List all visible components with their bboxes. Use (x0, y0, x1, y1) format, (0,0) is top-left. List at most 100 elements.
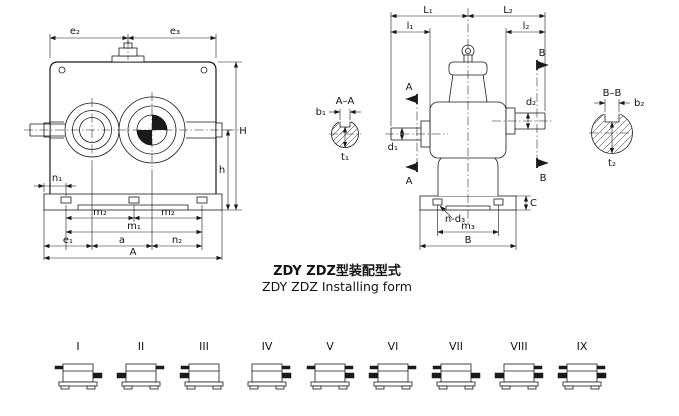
assembly-form-V: V (306, 340, 355, 390)
caption-english: ZDY ZDZ Installing form (262, 279, 412, 294)
gear-symbol (152, 115, 167, 130)
output-shaft-stub-right (470, 372, 481, 379)
dim-label-n2: n₂ (172, 235, 182, 246)
form-base (310, 381, 350, 387)
output-shaft-stub-left (179, 372, 190, 379)
input-shaft-stub-right (281, 365, 291, 370)
form-housing (188, 363, 220, 383)
form-base (247, 381, 287, 387)
form-housing (503, 363, 535, 383)
foundation-bolt-hole (196, 196, 208, 204)
dim-label-b1: b₁ (316, 107, 326, 118)
dim-label-d2: d₂ (526, 97, 536, 108)
section-mark-B-bottom: B (540, 173, 547, 184)
front-view: e₂ e₃ H h n₁ m₂ m₂ m₁ e₁ a n₂ A (24, 26, 247, 261)
dim-label-b2: b₂ (634, 98, 644, 109)
dim-label-A: A (130, 247, 137, 258)
input-shaft-stub-left (306, 365, 316, 370)
output-shaft-stub-left (494, 372, 505, 379)
dim-label-B: B (465, 235, 472, 246)
foundation-bolt-hole (128, 196, 140, 204)
form-base (121, 381, 161, 387)
section-mark-A-top: A (406, 82, 413, 93)
output-shaft-stub-left (431, 372, 442, 379)
section-aa-title: A–A (336, 96, 355, 107)
side-view-centerlines (385, 8, 552, 222)
assembly-form-label: III (199, 340, 209, 353)
section-mark-B-top: B (539, 48, 546, 59)
assembly-form-VI: VI (368, 340, 417, 390)
output-shaft-stub-left (116, 372, 127, 379)
section-aa: A–A b₁ t₁ (316, 96, 361, 163)
dim-label-e3: e₃ (170, 26, 180, 37)
assembly-form-label: V (326, 340, 334, 353)
dim-label-d1: d₁ (388, 142, 398, 153)
assembly-form-III: III (179, 340, 224, 390)
assembly-form-IX: IX (557, 340, 607, 390)
input-shaft-stub-right (407, 365, 417, 370)
side-view-dimensions: L₁ L₂ l₁ l₂ d₁ d₂ C n-d₃ m₃ B (388, 5, 546, 250)
section-cut-B: B B (536, 48, 549, 184)
output-shaft-stub-right (596, 372, 607, 379)
dim-label-l2: l₂ (523, 21, 530, 32)
front-view-body (29, 42, 223, 211)
output-shaft-stub-right (533, 372, 544, 379)
dim-label-n-d3: n-d₃ (445, 214, 465, 225)
form-housing (125, 363, 157, 383)
section-mark-A-bottom: A (406, 176, 413, 187)
input-shaft-stub-right (533, 365, 543, 370)
dim-label-m1: m₁ (127, 221, 141, 232)
dim-label-m2: m₂ (161, 207, 175, 218)
input-shaft-stub-right (596, 365, 606, 370)
output-shaft-stub-left (368, 372, 379, 379)
input-shaft-stub-left (432, 365, 442, 370)
form-base (562, 381, 602, 387)
dim-label-H: H (239, 126, 247, 137)
assembly-form-label: II (138, 340, 145, 353)
dim-label-m3: m₃ (461, 221, 475, 232)
assembly-form-VIII: VIII (494, 340, 544, 390)
dim-label-l1: l₁ (407, 21, 414, 32)
dim-label-e1: e₁ (63, 235, 73, 246)
dim-label-L1: L₁ (423, 5, 433, 16)
section-cut-A: A A (405, 82, 418, 187)
input-shaft-stub-left (180, 365, 190, 370)
form-housing (377, 363, 409, 383)
form-base (373, 381, 413, 387)
gear-symbol (137, 130, 152, 145)
dim-label-L2: L₂ (503, 5, 513, 16)
output-shaft-stub-right (281, 372, 292, 379)
form-housing (314, 363, 346, 383)
output-shaft-stub-left (557, 372, 568, 379)
dim-label-h: h (219, 165, 225, 176)
side-view: A A B B L₁ L₂ l₁ l₂ d₁ (385, 5, 552, 250)
dim-label-m2: m₂ (93, 207, 107, 218)
assembly-form-label: VII (449, 340, 463, 353)
form-housing (440, 363, 472, 383)
form-housing (566, 363, 598, 383)
form-base (436, 381, 476, 387)
caption-chinese: ZDY ZDZ型装配型式 (273, 263, 401, 279)
assembly-form-label: VI (388, 340, 399, 353)
input-shaft-stub-left (54, 365, 64, 370)
section-bb-title: B–B (603, 88, 622, 99)
output-shaft-stub-right (92, 372, 103, 379)
form-base (184, 381, 224, 387)
output-shaft-stub-right (344, 372, 355, 379)
input-shaft-stub-left (558, 365, 568, 370)
foundation-bolt-hole (493, 198, 504, 206)
caption: ZDY ZDZ型装配型式 ZDY ZDZ Installing form (262, 263, 412, 294)
assembly-form-VII: VII (431, 340, 481, 390)
foundation-bolt-hole (432, 198, 443, 206)
dim-label-t2: t₂ (608, 158, 616, 169)
assembly-form-label: IX (577, 340, 588, 353)
assembly-form-label: I (76, 340, 79, 353)
form-housing (62, 363, 94, 383)
assembly-form-IV: IV (247, 340, 292, 390)
dim-label-t1: t₁ (341, 152, 349, 163)
assembly-form-label: VIII (510, 340, 527, 353)
front-view-dimensions: e₂ e₃ H h n₁ m₂ m₂ m₁ e₁ a n₂ A (34, 26, 247, 261)
